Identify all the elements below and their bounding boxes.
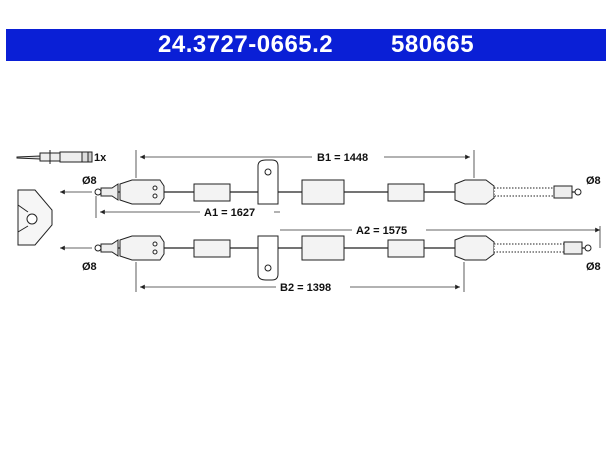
lower-left-diameter: Ø8 [82, 261, 97, 273]
reference-number: 580665 [391, 31, 475, 58]
lower-b-dimension: B2 = 1398 [280, 282, 331, 294]
title-bar: 24.3727-0665.2 580665 [6, 29, 606, 61]
bracket-icon [17, 189, 53, 246]
cable-tie-icon [16, 150, 93, 164]
upper-right-diameter: Ø8 [586, 175, 601, 187]
tie-quantity: 1x [94, 152, 107, 164]
upper-left-diameter: Ø8 [82, 175, 97, 187]
upper-a-dimension: A1 = 1627 [204, 207, 255, 219]
part-number: 24.3727-0665.2 [158, 31, 334, 58]
lower-a-dimension: A2 = 1575 [356, 225, 407, 237]
upper-cable: B1 = 1448 A1 = 1627 Ø8 Ø8 [60, 150, 601, 219]
lower-cable: A2 = 1575 B2 = 1398 Ø8 Ø8 [60, 224, 601, 294]
lower-right-diameter: Ø8 [586, 261, 601, 273]
upper-b-dimension: B1 = 1448 [317, 152, 368, 164]
